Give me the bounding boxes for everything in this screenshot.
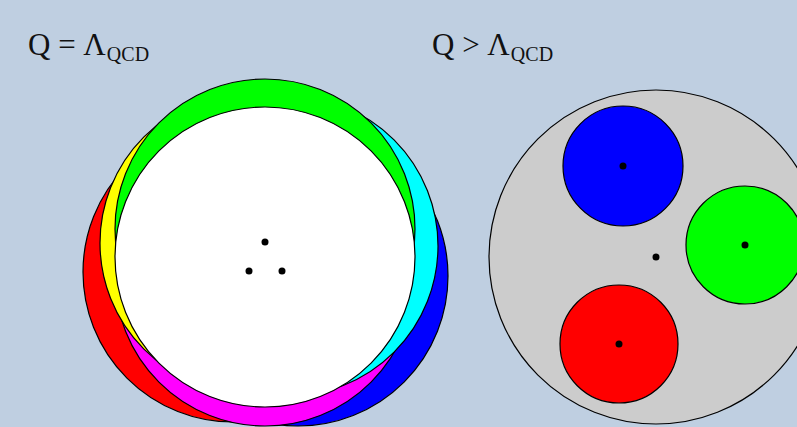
quark-dots	[246, 239, 286, 275]
white-core	[115, 107, 415, 407]
scale-subscript: QCD	[511, 44, 553, 64]
blue-quark	[563, 106, 683, 226]
quark-dot	[620, 163, 627, 170]
scale-label: Q > Λ	[432, 29, 510, 60]
quark-dot	[279, 268, 286, 275]
scale-subscript: QCD	[107, 44, 149, 64]
high-energy-proton	[489, 90, 797, 424]
quark-dot	[742, 242, 749, 249]
grey-hadron	[489, 90, 797, 424]
green-quark	[686, 186, 797, 304]
center-dot	[653, 254, 660, 261]
quark-dot	[616, 341, 623, 348]
scale-label: Q = Λ	[28, 29, 106, 60]
quark-dots	[616, 163, 749, 348]
quark-dot	[262, 239, 269, 246]
quark-dot	[246, 268, 253, 275]
confinement-scale-proton	[83, 79, 448, 426]
red-quark	[560, 285, 678, 403]
